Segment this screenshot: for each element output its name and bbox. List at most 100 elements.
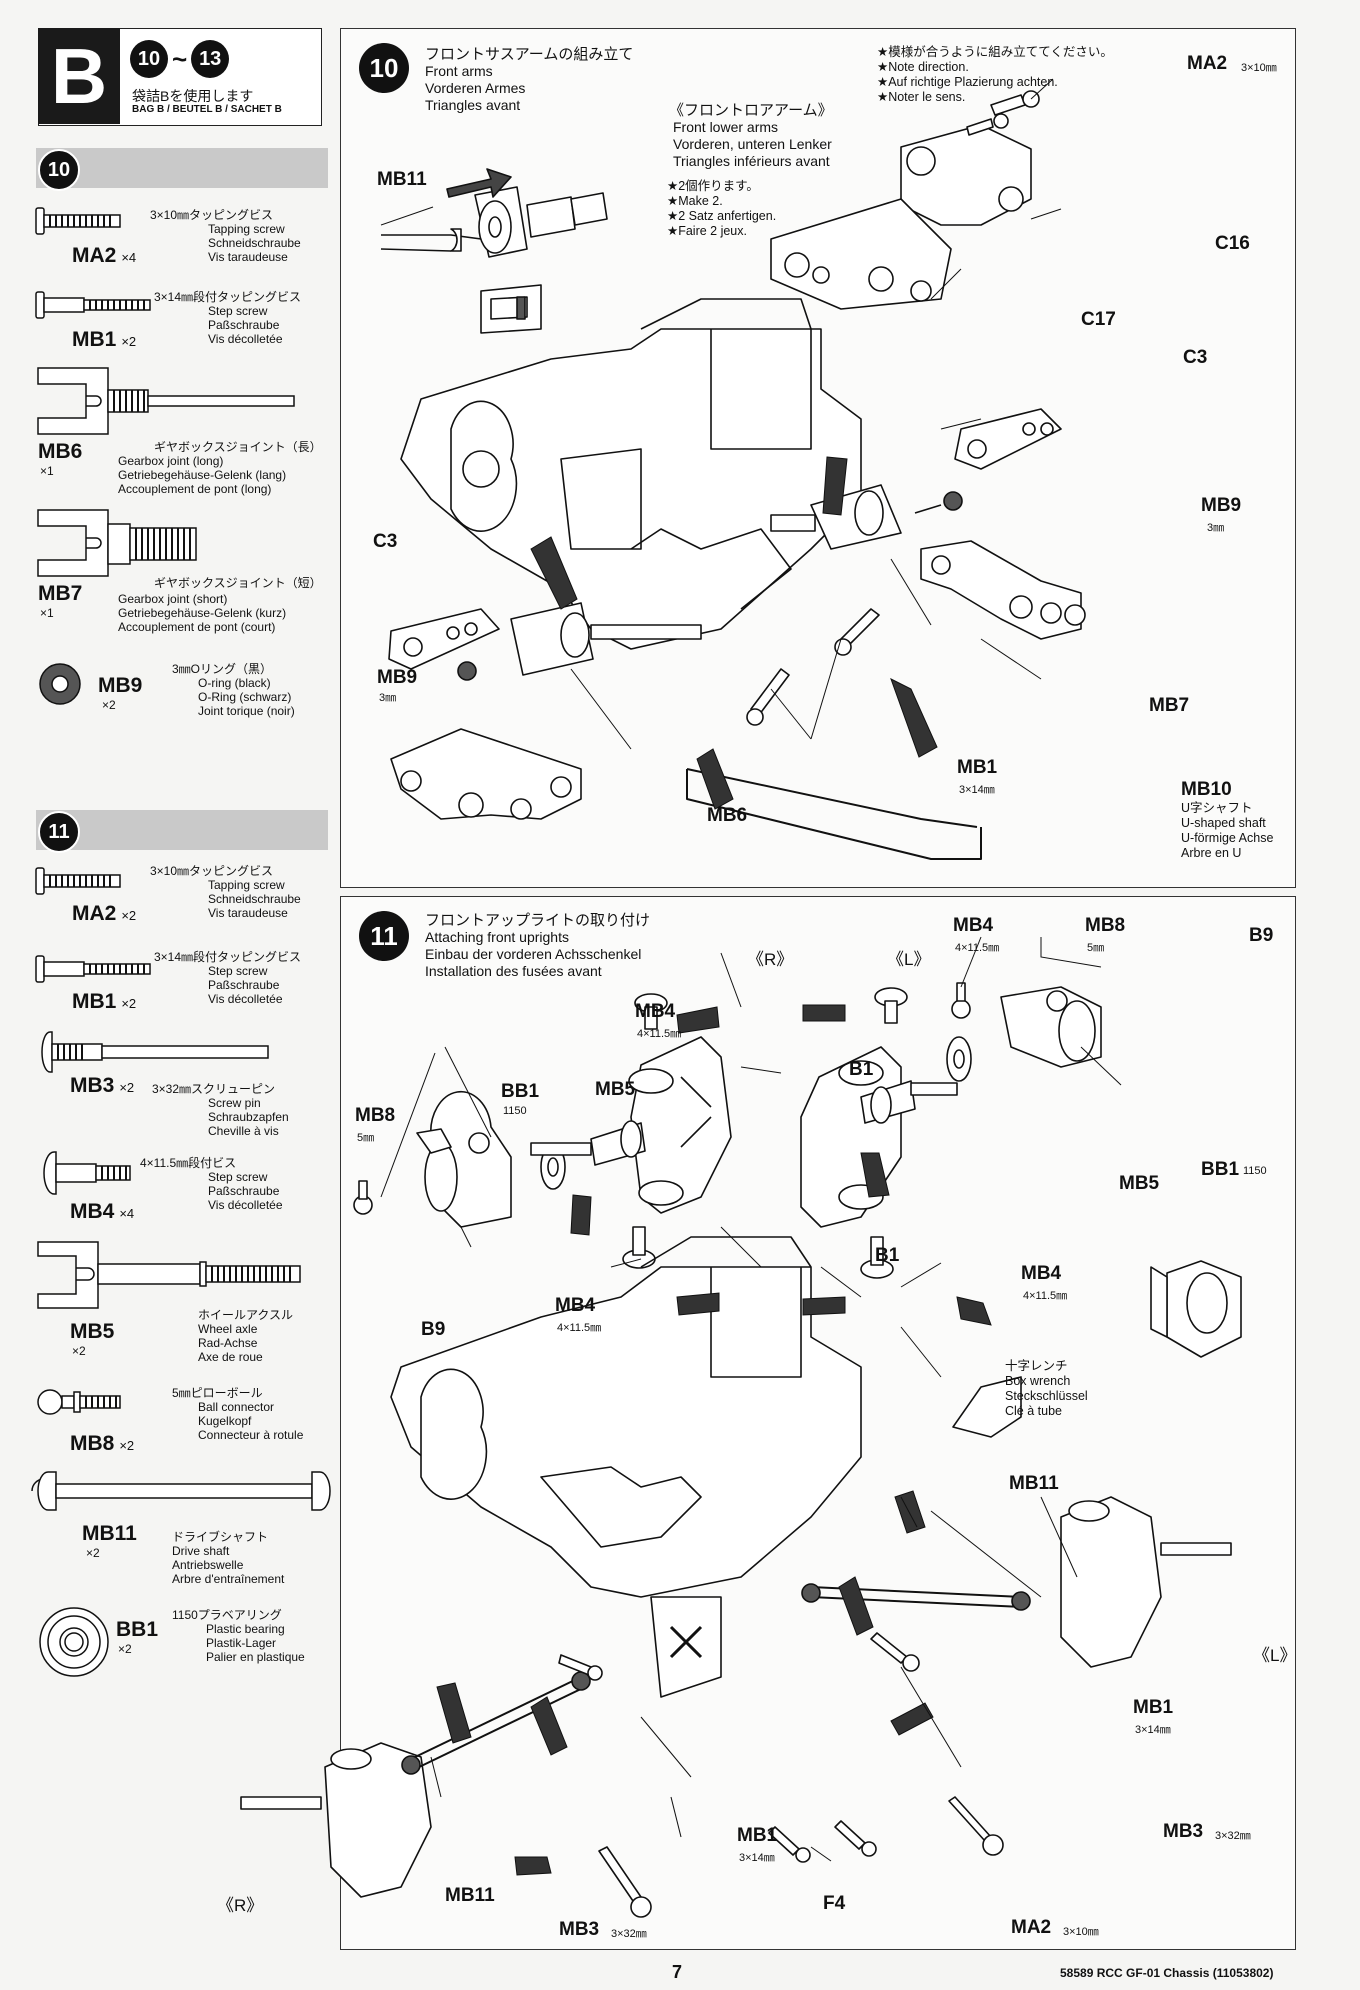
label-ma2-size: 3×10㎜ bbox=[1241, 62, 1277, 74]
label-mb3-right-size: 3×32㎜ bbox=[611, 1928, 647, 1940]
step-screw-icon bbox=[35, 955, 151, 983]
label-b1-left: B1 bbox=[875, 1245, 900, 1266]
step11-title-de: Einbau der vorderen Achsschenkel bbox=[425, 946, 642, 962]
step-from-badge: 10 bbox=[130, 40, 168, 78]
gearbox-joint-short-icon bbox=[37, 509, 197, 577]
label-ma2: MA2 bbox=[1187, 53, 1228, 74]
part-name-jp: 3×14㎜段付タッピングビス bbox=[154, 950, 302, 964]
direction-note-jp: ★模様が合うように組み立ててください。 bbox=[877, 45, 1113, 59]
o-ring-icon bbox=[39, 663, 81, 705]
lower-arm-title-fr: Triangles inférieurs avant bbox=[673, 153, 830, 169]
part-name-de: Antriebswelle bbox=[172, 1558, 244, 1572]
part-code: MB1 bbox=[72, 990, 117, 1013]
part-code: MB9 bbox=[98, 674, 143, 697]
part-name-fr: Joint torique (noir) bbox=[198, 704, 295, 718]
part-qty: ×2 bbox=[119, 1080, 135, 1095]
label-bb1-left: BB1 bbox=[1201, 1159, 1240, 1180]
part-name-de: O-Ring (schwarz) bbox=[198, 690, 292, 704]
step10-title-jp: フロントサスアームの組み立て bbox=[425, 46, 634, 63]
step11-parts-header: 11 bbox=[36, 810, 328, 853]
part-name-en: Wheel axle bbox=[198, 1322, 258, 1336]
direction-note-fr: ★Noter le sens. bbox=[877, 90, 966, 104]
box-wrench-fr: Clé à tube bbox=[1005, 1404, 1062, 1418]
label-mb8-right-size: 5㎜ bbox=[357, 1132, 375, 1144]
part-name-en: Ball connector bbox=[198, 1400, 275, 1414]
part-name-de: Schraubzapfen bbox=[208, 1110, 289, 1124]
label-bb1-right-size: 1150 bbox=[503, 1105, 527, 1117]
step10-title-fr: Triangles avant bbox=[425, 97, 521, 113]
left-side-mark: 《L》 bbox=[887, 950, 931, 969]
part-name-jp: 4×11.5㎜段付ビス bbox=[140, 1156, 237, 1170]
label-b1-right: B1 bbox=[849, 1059, 874, 1080]
label-ma2: MA2 bbox=[1011, 1917, 1052, 1938]
mb10-name-de: U-förmige Achse bbox=[1181, 831, 1274, 845]
part-code: MB5 bbox=[70, 1320, 115, 1343]
part-name-fr: Vis décolletée bbox=[208, 332, 283, 346]
make-note-fr: ★Faire 2 jeux. bbox=[667, 224, 747, 238]
box-wrench-jp: 十字レンチ bbox=[1005, 1359, 1068, 1373]
label-mb4-bottom-left: MB4 bbox=[1021, 1263, 1062, 1284]
part-code: MB6 bbox=[38, 440, 83, 463]
label-bb1-right: BB1 bbox=[501, 1081, 540, 1102]
bottom-right-side-mark: 《R》 bbox=[217, 1896, 264, 1915]
label-mb11-right: MB11 bbox=[445, 1885, 495, 1906]
label-mb1-center-size: 3×14㎜ bbox=[739, 1852, 775, 1864]
label-mb8-left: MB8 bbox=[1085, 915, 1126, 936]
part-name-fr: Accouplement de pont (long) bbox=[118, 482, 272, 496]
label-mb1-center: MB1 bbox=[737, 1825, 778, 1846]
step11-parts-badge: 11 bbox=[38, 811, 80, 853]
label-mb7: MB7 bbox=[1149, 695, 1190, 716]
gearbox-joint-long-icon bbox=[37, 367, 295, 435]
label-mb1-size: 3×14㎜ bbox=[959, 784, 995, 796]
manual-code: 58589 RCC GF-01 Chassis (11053802) bbox=[1060, 1966, 1274, 1980]
part-code: MA2 bbox=[72, 902, 117, 925]
label-mb6: MB6 bbox=[707, 805, 748, 826]
part-qty: ×2 bbox=[86, 1546, 100, 1560]
step11-badge: 11 bbox=[359, 911, 409, 961]
bag-note-jp: 袋詰Bを使用します bbox=[132, 88, 254, 104]
part-name-jp: ギヤボックスジョイント（長） bbox=[154, 440, 322, 454]
label-mb9-left: MB9 bbox=[377, 667, 418, 688]
label-mb4-bottom-left-size: 4×11.5㎜ bbox=[1023, 1290, 1068, 1302]
part-code: BB1 bbox=[116, 1618, 159, 1641]
part-name-en: Gearbox joint (short) bbox=[118, 592, 228, 606]
range-separator: ~ bbox=[172, 43, 188, 74]
part-name-en: Tapping screw bbox=[208, 222, 285, 236]
part-code: MB11 bbox=[82, 1522, 137, 1545]
label-mb4-bottom-right: MB4 bbox=[555, 1295, 596, 1316]
page-number: 7 bbox=[672, 1962, 683, 1982]
box-wrench-de: Steckschlüssel bbox=[1005, 1389, 1088, 1403]
label-mb3-right: MB3 bbox=[559, 1919, 600, 1940]
part-name-en: Plastic bearing bbox=[206, 1622, 285, 1636]
step11-panel: 11 フロントアップライトの取り付け Attaching front uprig… bbox=[217, 896, 1296, 1950]
part-name-jp: 1150プラベアリング bbox=[172, 1608, 282, 1622]
label-b9-right: B9 bbox=[421, 1319, 446, 1340]
part-qty: ×2 bbox=[119, 1438, 135, 1453]
label-c3-left: C3 bbox=[373, 531, 398, 552]
label-mb9-right-size: 3㎜ bbox=[1207, 522, 1225, 534]
part-name-en: O-ring (black) bbox=[198, 676, 271, 690]
part-name-fr: Vis décolletée bbox=[208, 1198, 283, 1212]
part-name-jp: 5㎜ピローボール bbox=[172, 1386, 263, 1400]
part-name-en: Tapping screw bbox=[208, 878, 285, 892]
lower-arm-title-de: Vorderen, unteren Lenker bbox=[673, 136, 832, 152]
part-code: MB8 bbox=[70, 1432, 115, 1455]
label-mb8-left-size: 5㎜ bbox=[1087, 942, 1105, 954]
mb10-name-en: U-shaped shaft bbox=[1181, 816, 1266, 830]
direction-note-en: ★Note direction. bbox=[877, 60, 969, 74]
bag-note-en: BAG B / BEUTEL B / SACHET B bbox=[132, 104, 282, 115]
part-name-fr: Arbre d'entraînement bbox=[172, 1572, 285, 1586]
label-mb1-left-size: 3×14㎜ bbox=[1135, 1724, 1171, 1736]
label-mb9-right: MB9 bbox=[1201, 495, 1242, 516]
make-note-en: ★Make 2. bbox=[667, 194, 723, 208]
direction-note-de: ★Auf richtige Plazierung achten. bbox=[877, 75, 1058, 89]
label-mb1: MB1 bbox=[957, 757, 998, 778]
part-qty: ×4 bbox=[121, 250, 137, 265]
step10-title-de: Vorderen Armes bbox=[425, 80, 526, 96]
part-name-en: Screw pin bbox=[208, 1096, 261, 1110]
step10-parts-header: 10 bbox=[36, 148, 328, 191]
step10-title-en: Front arms bbox=[425, 63, 493, 79]
part-name-de: Schneidschraube bbox=[208, 236, 301, 250]
part-code: MB1 bbox=[72, 328, 117, 351]
